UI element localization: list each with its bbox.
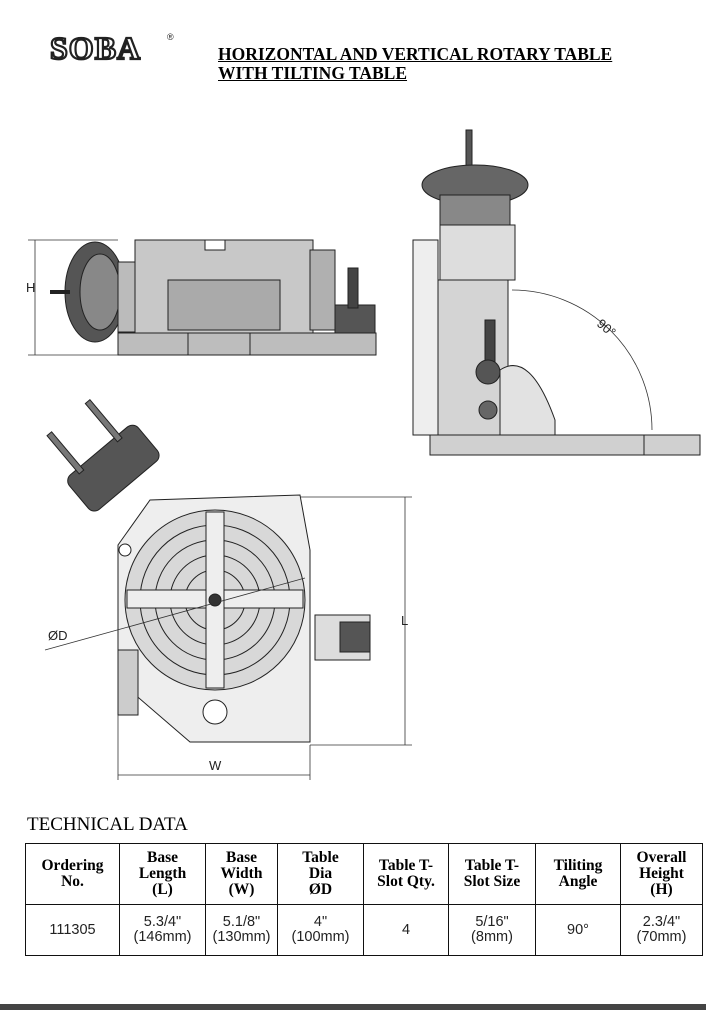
angle-dimension bbox=[511, 289, 653, 431]
table-cell-line: (70mm) bbox=[636, 929, 687, 945]
column-header-line: Slot Size bbox=[463, 873, 521, 890]
table-cell-line: 111305 bbox=[49, 921, 96, 938]
diameter-dimension bbox=[44, 577, 306, 651]
column-header-line: Base bbox=[147, 849, 178, 866]
column-header-line: (L) bbox=[152, 881, 173, 898]
title-line-1: HORIZONTAL AND VERTICAL ROTARY TABLE bbox=[218, 44, 613, 64]
footer-bar bbox=[0, 1004, 706, 1010]
title-line-2: WITH TILTING TABLE bbox=[218, 63, 408, 83]
column-header-line: Dia bbox=[308, 865, 333, 882]
column-header-line: (W) bbox=[228, 881, 255, 898]
table-cell: 5.1/8"(130mm) bbox=[205, 904, 278, 956]
top-view-drawing bbox=[46, 398, 371, 743]
column-header-line: Angle bbox=[558, 873, 598, 890]
column-header: Table T-Slot Size bbox=[448, 843, 536, 905]
table-cell-line: 2.3/4" bbox=[642, 914, 681, 930]
column-header-line: Height bbox=[639, 865, 684, 882]
column-header-line: Width bbox=[220, 865, 263, 882]
table-cell: 4"(100mm) bbox=[277, 904, 364, 956]
front-view-drawing bbox=[50, 239, 377, 356]
column-header-line: Overall bbox=[636, 849, 687, 866]
soba-logo: SOBA ® bbox=[49, 30, 174, 64]
table-cell-line: 4" bbox=[313, 914, 328, 930]
table-cell: 111305 bbox=[25, 904, 120, 956]
table-cell-line: (8mm) bbox=[471, 929, 513, 945]
width-label: W bbox=[209, 758, 222, 773]
column-header-line: Table bbox=[302, 849, 339, 866]
column-header-line: Table T- bbox=[464, 857, 520, 874]
column-header-line: Ordering bbox=[41, 857, 104, 874]
column-header-line: Tiliting bbox=[553, 857, 603, 874]
column-header-line: ØD bbox=[308, 881, 333, 898]
table-cell-line: (146mm) bbox=[133, 929, 192, 945]
table-cell-line: 5.1/8" bbox=[222, 914, 261, 930]
length-label: L bbox=[401, 613, 408, 628]
table-cell-line: 5/16" bbox=[475, 914, 509, 930]
diameter-label: ØD bbox=[48, 628, 68, 643]
table-cell: 5/16"(8mm) bbox=[448, 904, 536, 956]
column-header-line: Length bbox=[138, 865, 187, 882]
height-label: H bbox=[26, 280, 35, 295]
table-cell: 90° bbox=[535, 904, 621, 956]
technical-drawings: H 90° bbox=[26, 129, 701, 780]
table-cell: 2.3/4"(70mm) bbox=[620, 904, 703, 956]
column-header-line: Slot Qty. bbox=[377, 873, 435, 890]
length-dimension bbox=[300, 496, 412, 746]
table-cell-line: (130mm) bbox=[212, 929, 271, 945]
width-dimension bbox=[117, 715, 311, 780]
table-cell-line: (100mm) bbox=[291, 929, 350, 945]
section-title: TECHNICAL DATA bbox=[27, 814, 188, 835]
column-header-line: Base bbox=[226, 849, 257, 866]
column-header: Table T-Slot Qty. bbox=[363, 843, 449, 905]
svg-text:SOBA: SOBA bbox=[50, 30, 141, 64]
table-cell: 5.3/4"(146mm) bbox=[119, 904, 206, 956]
table-cell-line: 4 bbox=[401, 921, 411, 938]
document-title: HORIZONTAL AND VERTICAL ROTARY TABLE WIT… bbox=[218, 45, 612, 83]
table-cell-line: 5.3/4" bbox=[143, 914, 182, 930]
height-dimension bbox=[28, 239, 118, 356]
table-cell-line: 90° bbox=[567, 921, 589, 938]
column-header-line: Table T- bbox=[378, 857, 434, 874]
column-header-line: No. bbox=[61, 873, 84, 890]
table-cell: 4 bbox=[363, 904, 449, 956]
svg-text:®: ® bbox=[167, 32, 174, 42]
side-view-drawing bbox=[412, 129, 701, 456]
column-header-line: (H) bbox=[650, 881, 673, 898]
